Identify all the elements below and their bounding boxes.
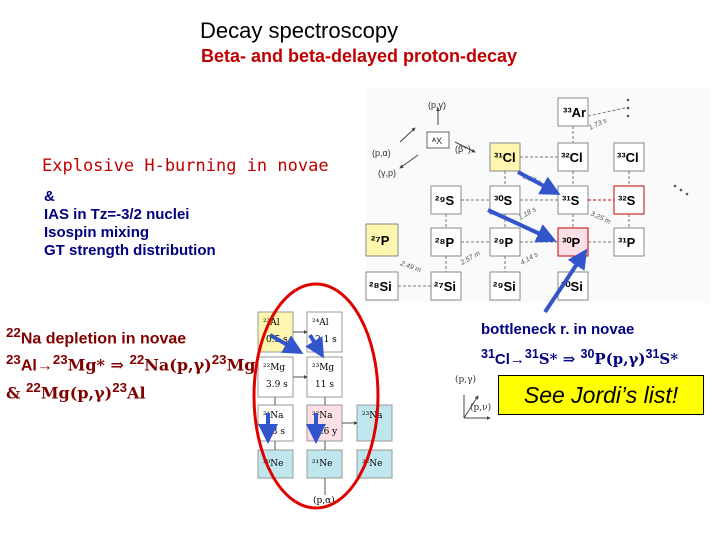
cell-27si: ²⁷Si <box>434 279 456 294</box>
svg-text:²⁰Ne: ²⁰Ne <box>263 459 283 469</box>
left-legend-pa: (p,α) <box>313 495 335 506</box>
slide-title: Decay spectroscopy <box>200 18 399 43</box>
na-depletion-block: 22Na depletion in novae 23Al→23Mg* ⇒ 22N… <box>6 322 264 404</box>
legend-pg: (p,γ) <box>428 100 446 110</box>
right-legend: ᴬX (p,γ) (p,α) (β⁺) (γ,p) <box>372 100 476 178</box>
cell-33cl: ³³Cl <box>617 150 639 165</box>
legend-gp: (γ,p) <box>378 168 396 178</box>
svg-text:²¹Ne: ²¹Ne <box>312 459 332 469</box>
note-item: GT strength distribution <box>44 242 216 259</box>
cell-32s: ³²S <box>618 193 636 208</box>
bottleneck-block: bottleneck r. in novae 31Cl→31S* ⇒ 30P(p… <box>481 318 678 372</box>
na-line-3: & 22Mg(p,γ)23Al <box>6 379 146 402</box>
cell-28si: ²⁸Si <box>369 279 392 294</box>
bottleneck-line-1: bottleneck r. in novae <box>481 321 635 338</box>
cell-28p: ²⁸P <box>435 235 454 250</box>
svg-text:²²Mg: ²²Mg <box>263 363 285 373</box>
na-line-2: 23Al→23Mg* ⇒ 22Na(p,γ)23Mg* <box>6 352 264 375</box>
bottleneck-line-2: 31Cl→31S* ⇒ 30P(p,γ)31S* <box>481 347 679 368</box>
arrow-23al-23mg <box>269 333 304 354</box>
legend-x: ᴬX <box>431 136 442 146</box>
highlight-ellipse <box>252 282 380 510</box>
right-chart-background <box>365 88 710 303</box>
cell-29si: ²⁹Si <box>493 279 516 294</box>
left-legend: (p,γ) (p,ν) <box>455 374 491 420</box>
legend-pa: (p,α) <box>372 148 391 158</box>
cell-31cl: ³¹Cl <box>494 150 516 165</box>
svg-text:²³Al: ²³Al <box>263 318 280 328</box>
cell-31s: ³¹S <box>562 193 580 208</box>
slide-subtitle: Beta- and beta-delayed proton-decay <box>201 46 518 66</box>
arrow-31cl-31s <box>517 170 561 195</box>
note-item: IAS in Tz=-3/2 nuclei <box>44 206 190 223</box>
cell-29s: ²⁹S <box>435 193 454 208</box>
left-chart-cells: ²³Al 0.5 s ²⁴Al 2.1 s ²²Mg 3.9 s ²³Mg 11… <box>257 311 393 506</box>
cell-30p: ³⁰P <box>562 235 581 250</box>
notes-list: & IAS in Tz=-3/2 nuclei Isospin mixing G… <box>44 188 216 260</box>
cell-31p: ³¹P <box>618 235 636 250</box>
svg-text:²⁴Al: ²⁴Al <box>312 318 329 328</box>
left-legend-pv: (p,ν) <box>470 402 491 413</box>
explosive-heading: Explosive H-burning in novae <box>42 156 329 176</box>
na-line-1: 22Na depletion in novae <box>6 325 187 348</box>
svg-text:²³Na: ²³Na <box>362 411 383 421</box>
note-item: Isospin mixing <box>44 224 150 241</box>
cell-27p: ²⁷P <box>371 233 390 248</box>
legend-bp: (β⁺) <box>455 144 471 154</box>
arrow-30p <box>487 208 557 243</box>
continuation-dots <box>626 98 689 196</box>
note-item: & <box>44 188 55 205</box>
cell-30s: ³⁰S <box>494 193 513 208</box>
cell-33ar: ³³Ar <box>563 105 586 120</box>
svg-text:²³Mg: ²³Mg <box>312 363 334 373</box>
jordi-callout: See Jordi’s list! <box>498 375 704 415</box>
left-legend-pg: (p,γ) <box>455 374 476 385</box>
arrow-bottleneck-30p <box>543 248 588 314</box>
svg-text:3.9 s: 3.9 s <box>266 380 288 390</box>
svg-text:11 s: 11 s <box>315 380 334 390</box>
svg-text:²¹Na: ²¹Na <box>263 411 284 421</box>
svg-text:²²Ne: ²²Ne <box>362 459 382 469</box>
svg-text:2.6 y: 2.6 y <box>315 427 338 437</box>
cell-32cl: ³²Cl <box>561 150 583 165</box>
svg-text:²²Na: ²²Na <box>312 411 333 421</box>
cell-29p: ²⁹P <box>494 235 513 250</box>
arrow-23mg <box>305 333 325 359</box>
svg-text:2.1 s: 2.1 s <box>315 335 337 345</box>
